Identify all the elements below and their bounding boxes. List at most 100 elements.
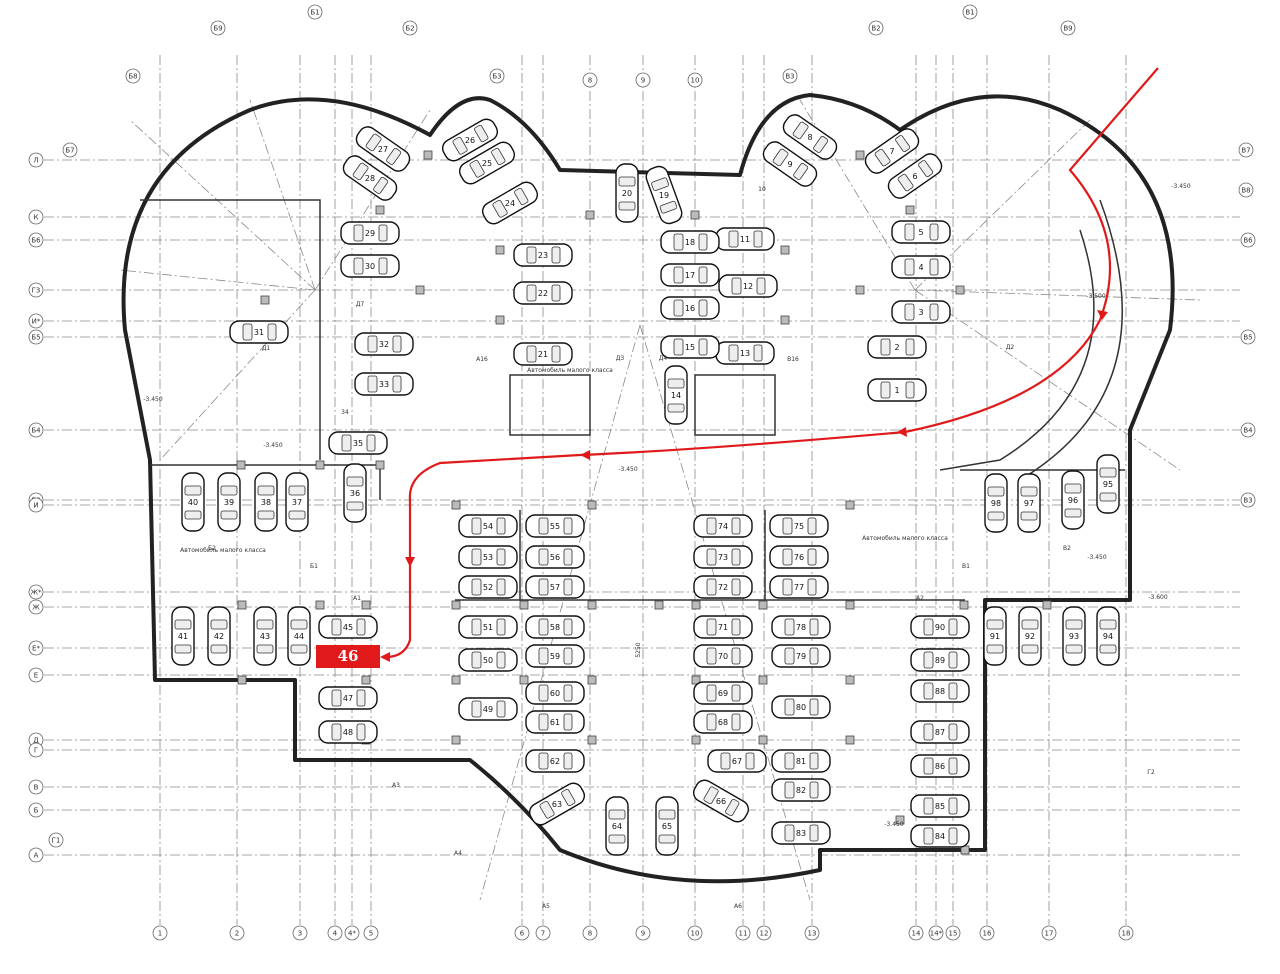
parking-spot[interactable]: 23 xyxy=(513,243,573,267)
parking-spot[interactable]: 64 xyxy=(605,796,629,856)
parking-spot[interactable]: 30 xyxy=(340,254,400,278)
parking-spot[interactable]: 17 xyxy=(660,263,720,287)
parking-spot[interactable]: 79 xyxy=(771,644,831,668)
parking-spot[interactable]: 11 xyxy=(715,227,775,251)
parking-spot[interactable]: 96 xyxy=(1061,470,1085,530)
parking-spot[interactable]: 91 xyxy=(983,606,1007,666)
parking-spot[interactable]: 1 xyxy=(867,378,927,402)
parking-spot[interactable]: 13 xyxy=(715,341,775,365)
parking-spot[interactable]: 2 xyxy=(867,335,927,359)
parking-spot[interactable]: 82 xyxy=(771,778,831,802)
parking-spot[interactable]: 24 xyxy=(479,179,540,227)
parking-spot[interactable]: 72 xyxy=(693,575,753,599)
car-rear-window xyxy=(184,510,202,520)
parking-spot[interactable]: 75 xyxy=(769,514,829,538)
parking-spot[interactable]: 47 xyxy=(318,686,378,710)
parking-spot[interactable]: 66 xyxy=(690,777,751,825)
parking-spot[interactable]: 85 xyxy=(910,794,970,818)
parking-spot[interactable]: 69 xyxy=(693,681,753,705)
parking-spot[interactable]: 45 xyxy=(318,615,378,639)
parking-spot[interactable]: 5 xyxy=(891,220,951,244)
parking-spot[interactable]: 84 xyxy=(910,824,970,848)
parking-spot[interactable]: 65 xyxy=(655,796,679,856)
parking-spot[interactable]: 70 xyxy=(693,644,753,668)
parking-spot[interactable]: 67 xyxy=(707,749,767,773)
parking-spot[interactable]: 50 xyxy=(458,648,518,672)
parking-spot[interactable]: 93 xyxy=(1062,606,1086,666)
parking-spot[interactable]: 8 xyxy=(780,111,840,162)
parking-spot[interactable]: 76 xyxy=(769,545,829,569)
parking-spot[interactable]: 14 xyxy=(664,365,688,425)
parking-spot[interactable]: 77 xyxy=(769,575,829,599)
parking-spot[interactable]: 90 xyxy=(910,615,970,639)
parking-spot[interactable]: 41 xyxy=(171,606,195,666)
parking-spot[interactable]: 31 xyxy=(229,320,289,344)
parking-spot[interactable]: 71 xyxy=(693,615,753,639)
parking-spot[interactable]: 56 xyxy=(525,545,585,569)
parking-spot[interactable]: 3 xyxy=(891,300,951,324)
parking-spot[interactable]: 27 xyxy=(353,123,413,174)
parking-spot[interactable]: 62 xyxy=(525,749,585,773)
parking-spot[interactable]: 37 xyxy=(285,472,309,532)
axis-bottom-label-bubble xyxy=(979,925,995,941)
parking-spot[interactable]: 51 xyxy=(458,615,518,639)
parking-spot[interactable]: 52 xyxy=(458,575,518,599)
parking-spot[interactable]: 97 xyxy=(1017,473,1041,533)
parking-spot[interactable]: 88 xyxy=(910,679,970,703)
parking-spot[interactable]: 39 xyxy=(217,472,241,532)
parking-spot[interactable]: 87 xyxy=(910,720,970,744)
parking-spot[interactable]: 32 xyxy=(354,332,414,356)
parking-spot[interactable]: 83 xyxy=(771,821,831,845)
parking-spot[interactable]: 9 xyxy=(760,138,820,189)
parking-spot[interactable]: 98 xyxy=(984,473,1008,533)
parking-spot[interactable]: 81 xyxy=(771,749,831,773)
parking-spot[interactable]: 89 xyxy=(910,648,970,672)
parking-spot[interactable]: 68 xyxy=(693,710,753,734)
parking-spot-number: 41 xyxy=(178,632,188,641)
parking-spot[interactable]: 12 xyxy=(718,274,778,298)
parking-spot[interactable]: 78 xyxy=(771,615,831,639)
parking-spot[interactable]: 40 xyxy=(181,472,205,532)
parking-spot[interactable]: 4 xyxy=(891,255,951,279)
parking-spot[interactable]: 19 xyxy=(644,164,685,226)
parking-spot[interactable]: 54 xyxy=(458,514,518,538)
parking-spot[interactable]: 25 xyxy=(456,139,517,187)
parking-spot[interactable]: 55 xyxy=(525,514,585,538)
parking-spot[interactable]: 43 xyxy=(253,606,277,666)
parking-spot[interactable]: 48 xyxy=(318,720,378,744)
parking-spot[interactable]: 61 xyxy=(525,710,585,734)
parking-spot[interactable]: 53 xyxy=(458,545,518,569)
parking-spot[interactable]: 22 xyxy=(513,281,573,305)
parking-spot[interactable]: 15 xyxy=(660,335,720,359)
parking-spot[interactable]: 59 xyxy=(525,644,585,668)
parking-spot[interactable]: 29 xyxy=(340,221,400,245)
parking-spot[interactable]: 18 xyxy=(660,230,720,254)
parking-spot[interactable]: 21 xyxy=(513,342,573,366)
parking-spot[interactable]: 49 xyxy=(458,697,518,721)
parking-spot[interactable]: 86 xyxy=(910,754,970,778)
parking-spot[interactable]: 26 xyxy=(439,116,500,164)
parking-spot[interactable]: 44 xyxy=(287,606,311,666)
parking-spot[interactable]: 36 xyxy=(343,463,367,523)
highlight-spot-46[interactable]: 46 xyxy=(316,645,380,668)
parking-spot[interactable]: 16 xyxy=(660,296,720,320)
parking-spot[interactable]: 95 xyxy=(1096,454,1120,514)
parking-spot[interactable]: 73 xyxy=(693,545,753,569)
parking-spot[interactable]: 74 xyxy=(693,514,753,538)
parking-spot[interactable]: 42 xyxy=(207,606,231,666)
parking-spot[interactable]: 94 xyxy=(1096,606,1120,666)
parking-spot[interactable]: 6 xyxy=(885,150,945,201)
parking-spot[interactable]: 57 xyxy=(525,575,585,599)
parking-spot[interactable]: 60 xyxy=(525,681,585,705)
parking-spot[interactable]: 80 xyxy=(771,695,831,719)
parking-spot[interactable]: 7 xyxy=(862,125,922,176)
parking-spot[interactable]: 28 xyxy=(340,152,400,203)
parking-spot[interactable]: 20 xyxy=(615,163,639,223)
parking-spot[interactable]: 63 xyxy=(526,780,587,828)
parking-spot[interactable]: 38 xyxy=(254,472,278,532)
structural-column xyxy=(691,675,701,685)
parking-spot[interactable]: 92 xyxy=(1018,606,1042,666)
parking-spot[interactable]: 58 xyxy=(525,615,585,639)
parking-spot[interactable]: 35 xyxy=(328,431,388,455)
parking-spot[interactable]: 33 xyxy=(354,372,414,396)
